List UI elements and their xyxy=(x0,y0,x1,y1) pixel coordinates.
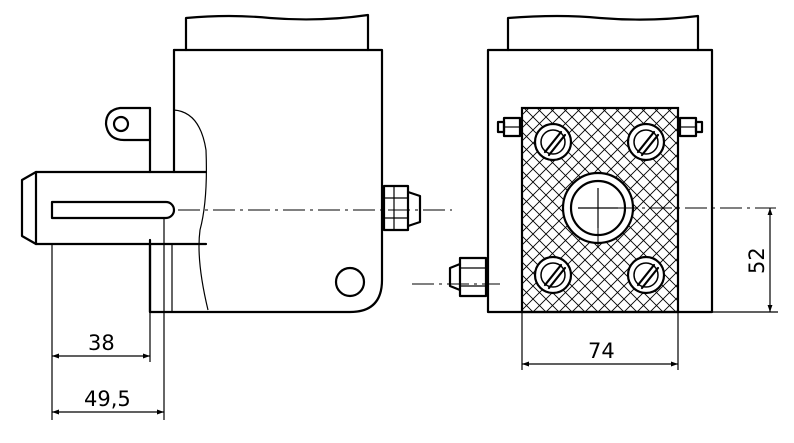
dim-49-5-label: 49,5 xyxy=(84,387,131,411)
lug-hole xyxy=(112,115,130,133)
side-top-cap xyxy=(184,13,370,52)
side-break-line xyxy=(173,109,209,311)
shaft xyxy=(20,170,208,246)
side-view xyxy=(20,13,452,314)
screw-bottom-right xyxy=(626,255,666,295)
screw-top-left xyxy=(533,122,573,162)
dim-52-label: 52 xyxy=(745,247,769,274)
side-body xyxy=(148,48,384,314)
screw-top-right xyxy=(626,122,666,162)
side-nut xyxy=(382,184,422,232)
keyway-slot xyxy=(50,200,176,220)
front-nut-right xyxy=(678,116,704,138)
front-ground-nut xyxy=(448,256,488,298)
mounting-lug xyxy=(104,106,152,142)
front-view xyxy=(412,14,776,314)
front-nut-left xyxy=(496,116,522,138)
dim-74-label: 74 xyxy=(588,339,615,363)
screw-bottom-left xyxy=(533,255,573,295)
dim-38-label: 38 xyxy=(88,331,115,355)
body-hole xyxy=(334,266,366,298)
dimensions: 38 49,5 74 52 xyxy=(51,208,778,420)
front-top-cap xyxy=(506,14,700,52)
